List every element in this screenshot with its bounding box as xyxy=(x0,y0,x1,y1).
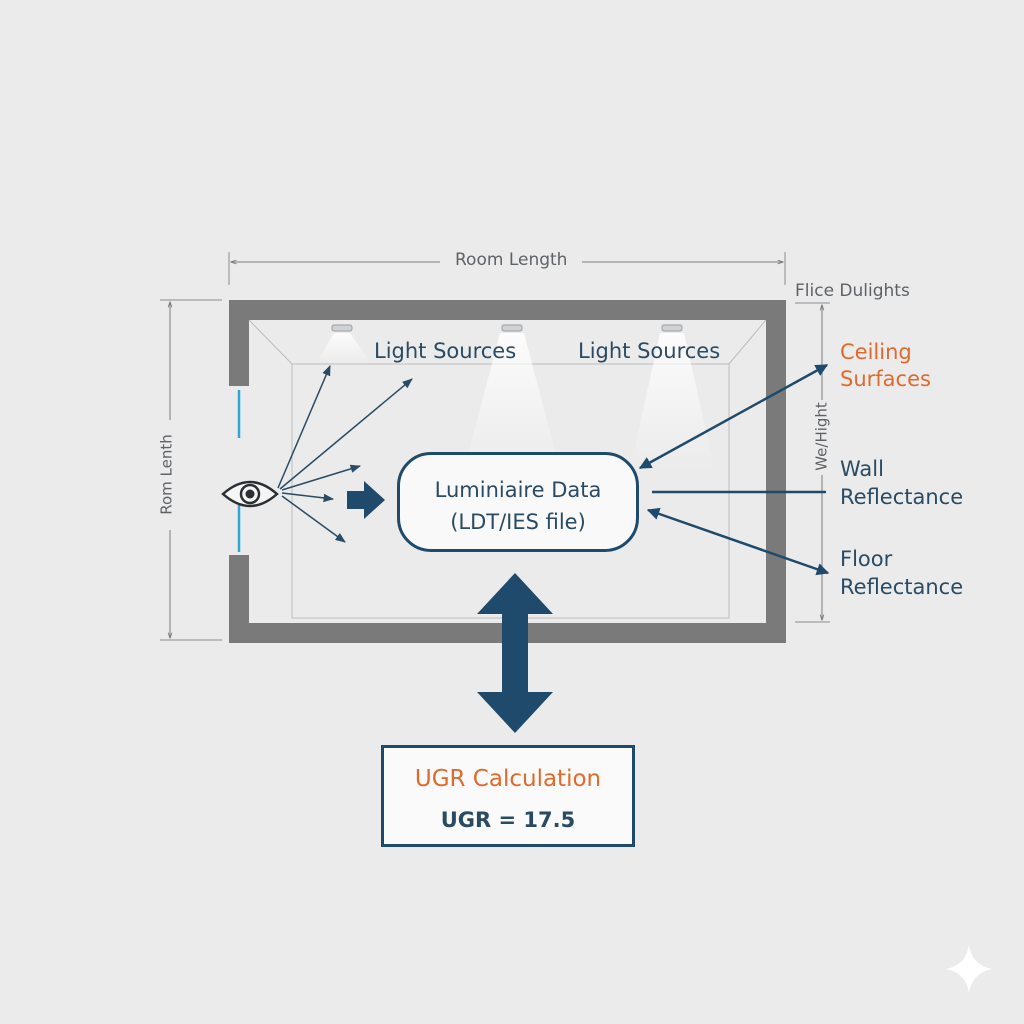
room-length-left-label: Rom Lenth xyxy=(157,434,176,515)
wall-reflectance-label-line1: Wall xyxy=(840,457,884,481)
luminaire-data-subtitle: (LDT/IES file) xyxy=(450,510,586,534)
sparkle-icon xyxy=(946,945,992,993)
input-arrow xyxy=(347,481,385,519)
light-sources-label: Light Sources xyxy=(374,339,517,363)
surface-arrows xyxy=(638,363,830,576)
sight-lines xyxy=(277,365,413,543)
luminaire-data-box: Luminiaire Data (LDT/IES file) xyxy=(397,452,639,552)
ugr-value: UGR = 17.5 xyxy=(440,808,576,832)
room-length-top-label: Room Length xyxy=(455,250,568,270)
ceiling-surfaces-label-line2: Surfaces xyxy=(840,367,931,391)
wall-reflectance-label-line2: Reflectance xyxy=(840,485,964,509)
ceiling-light-icon xyxy=(661,324,683,332)
light-sources-label: Light Sources xyxy=(578,339,721,363)
dimension-room-length-left xyxy=(160,299,222,641)
ugr-calculation-title: UGR Calculation xyxy=(414,766,602,792)
ceiling-light-icon xyxy=(331,324,353,332)
wall-height-label: We/Hight xyxy=(812,402,831,471)
dimension-room-length-top xyxy=(228,252,786,285)
flice-dulights-label: Flice Dulights xyxy=(795,281,910,301)
eye-icon xyxy=(221,480,279,508)
ugr-calculation-box: UGR Calculation UGR = 17.5 xyxy=(381,745,635,847)
floor-reflectance-label-line2: Reflectance xyxy=(840,575,964,599)
double-arrow xyxy=(477,573,553,733)
luminaire-data-title: Luminiaire Data xyxy=(434,478,602,502)
floor-reflectance-label-line1: Floor xyxy=(840,547,893,571)
ceiling-light-icon xyxy=(501,324,523,332)
ceiling-surfaces-label-line1: Ceiling xyxy=(840,340,912,364)
